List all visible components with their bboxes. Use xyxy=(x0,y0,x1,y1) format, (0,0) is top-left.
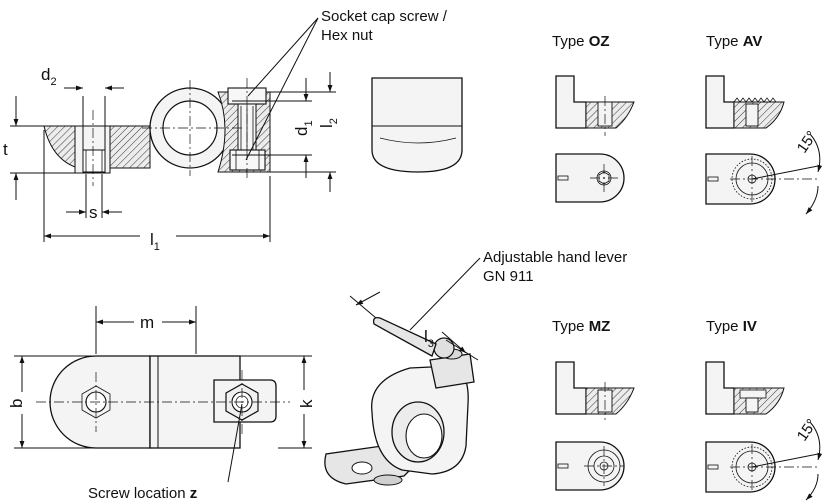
callout-socket-cap-screw: Socket cap screw / xyxy=(321,8,448,25)
angle-av: 15° xyxy=(794,128,821,156)
type-av-label: Type AV xyxy=(706,33,762,50)
dim-t: t xyxy=(3,140,8,159)
type-oz-detail xyxy=(555,75,635,203)
type-av-detail xyxy=(705,75,823,215)
dim-l1: l1 xyxy=(150,230,160,253)
angle-iv: 15° xyxy=(794,416,821,444)
dim-b: b xyxy=(7,399,26,408)
dim-k: k xyxy=(297,399,316,408)
front-section-view xyxy=(10,17,336,242)
dim-m: m xyxy=(140,313,154,332)
type-iv-detail xyxy=(705,361,823,501)
callout-hand-lever: Adjustable hand lever xyxy=(483,249,627,266)
dim-l3: l3 xyxy=(424,327,434,350)
dim-d2: d2 xyxy=(41,65,57,88)
type-mz-label: Type MZ xyxy=(552,318,610,335)
type-mz-detail xyxy=(555,361,635,491)
side-view xyxy=(371,77,463,173)
isometric-view xyxy=(324,257,481,486)
dim-s: s xyxy=(89,203,98,222)
callout-gn-911: GN 911 xyxy=(483,268,534,285)
top-view xyxy=(14,306,312,483)
callout-hex-nut: Hex nut xyxy=(321,27,374,44)
type-iv-label: Type IV xyxy=(706,318,757,335)
callout-screw-location: Screw location z xyxy=(88,485,197,502)
dim-l2: l2 xyxy=(317,118,340,128)
dim-d1: d1 xyxy=(292,120,315,136)
type-oz-label: Type OZ xyxy=(552,33,610,50)
